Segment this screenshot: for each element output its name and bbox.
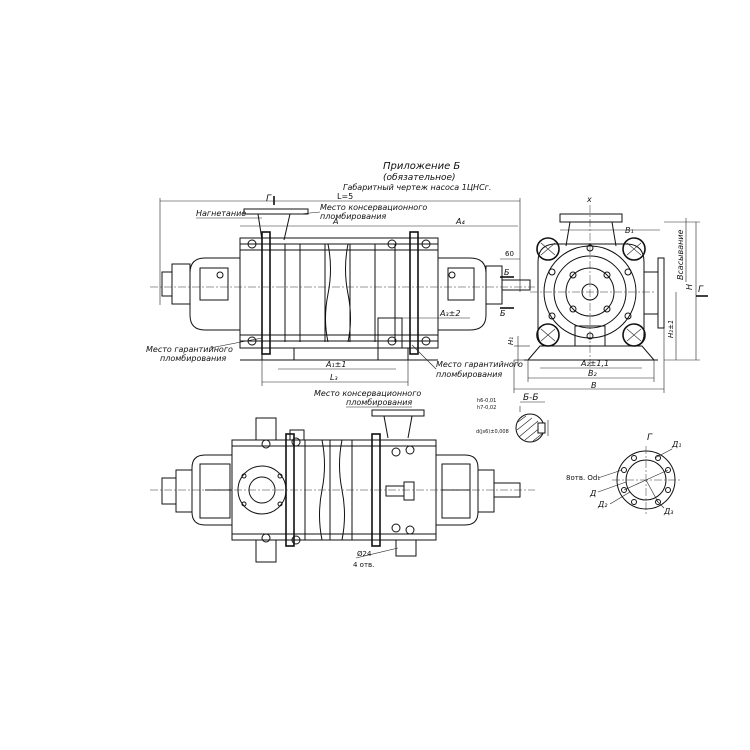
flange-d2: Д₂	[597, 500, 608, 509]
shaft-tolerance: d(js6)±0,008	[476, 429, 509, 435]
section-mark-b-bottom: Б	[500, 309, 506, 318]
dim-a: A	[332, 217, 338, 226]
section-mark-b-top: Б	[504, 268, 510, 277]
pump-plan-view: Место консервационного пломбирования	[150, 389, 535, 569]
section-bb-title: Б-Б	[523, 393, 539, 403]
warranty-seal-right: Место гарантийного	[436, 360, 523, 369]
pump-end-view: x B₁	[507, 195, 708, 393]
dim-h1: H₁	[507, 337, 515, 345]
warranty-seal-left: Место гарантийного	[146, 345, 233, 354]
flange-view-g: Г Д₁ 8отв. Od₁ Д Д₂ Д₃	[566, 433, 681, 516]
dim-a3: A₃±2	[439, 309, 460, 318]
flange-d3: Д₃	[663, 507, 673, 516]
section-mark-g-right: Г	[698, 285, 704, 295]
tolerance-1: h6-0,01	[477, 398, 496, 404]
dim-a2: A₂±1,1	[580, 359, 609, 368]
pump-side-view: L=5 Г Нагнетание Место консервационного …	[146, 192, 535, 386]
appendix-mandatory: (обязательное)	[383, 173, 456, 183]
section-mark-g-top: Г	[266, 194, 272, 204]
suction-label: Всасывание	[676, 229, 685, 280]
flange-g-label: Г	[647, 433, 653, 443]
dim-b: B	[591, 381, 597, 390]
flange-d1: Д₁	[671, 440, 681, 449]
dim-b1: B₁	[625, 226, 634, 235]
axis-x-label: x	[586, 195, 592, 204]
dim-l3: L₃	[330, 373, 338, 382]
anchor-holes-diameter: Ø24	[357, 550, 372, 558]
dim-h2: H₂±1	[667, 320, 675, 338]
appendix-title: Приложение Б	[383, 161, 460, 172]
dim-h: H	[685, 284, 694, 290]
flange-holes: 8отв. Od₁	[566, 474, 600, 482]
conservation-seal-top: Место консервационного	[320, 203, 427, 212]
dim-a4: A₄	[455, 217, 465, 226]
dim-b2: B₂	[588, 369, 597, 378]
dim-a1: A₁±1	[325, 360, 346, 369]
warranty-seal-right-2: пломбирования	[436, 370, 502, 379]
conservation-seal-bottom: Место консервационного	[314, 389, 421, 398]
tolerance-2: h7-0,02	[477, 405, 496, 411]
drawing-caption: Габаритный чертеж насоса 1ЦНСг.	[343, 183, 491, 192]
conservation-seal-top-2: пломбирования	[320, 212, 386, 221]
drawing-title: Приложение Б (обязательное) Габаритный ч…	[343, 161, 491, 192]
conservation-seal-bottom-2: пломбирования	[346, 398, 412, 407]
dim-60: 60	[505, 250, 514, 258]
anchor-holes-count: 4 отв.	[353, 561, 374, 569]
flange-d: Д	[589, 489, 596, 498]
dim-l-total: L=5	[337, 192, 353, 201]
discharge-label: Нагнетание	[196, 209, 246, 218]
section-b-b: Б-Б h6-0,01 h7-0,02 d(js6)±0,008	[476, 393, 549, 443]
warranty-seal-left-2: пломбирования	[160, 354, 226, 363]
